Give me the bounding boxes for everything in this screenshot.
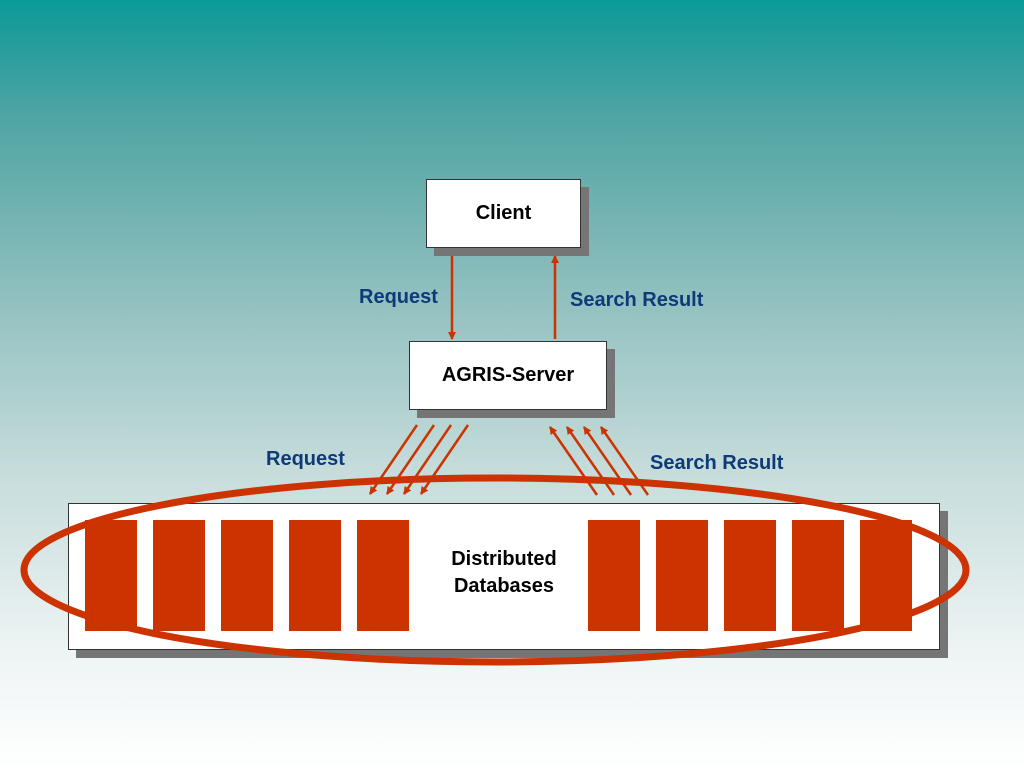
client-label: Client (475, 202, 532, 224)
db-request-arrow (419, 424, 470, 495)
db-result-arrow (599, 426, 650, 496)
client-result-label: Search Result (570, 289, 704, 311)
db-label-line2: Databases (453, 575, 555, 597)
db-request-label: Request (266, 448, 345, 470)
db-request-arrows (368, 424, 470, 495)
db-request-arrow (368, 424, 419, 495)
db-result-arrow (582, 426, 633, 496)
distributed-databases-label: Distributed Databases (420, 546, 588, 600)
client-request-label: Request (359, 286, 438, 308)
db-result-label: Search Result (650, 452, 784, 474)
db-label-line1: Distributed (451, 548, 557, 570)
db-request-arrow (385, 424, 436, 495)
agris-server-box: AGRIS-Server (409, 341, 607, 410)
db-result-arrow (565, 426, 616, 496)
client-box: Client (426, 179, 581, 248)
db-result-arrow (548, 426, 599, 496)
db-result-arrows (548, 426, 650, 496)
server-label: AGRIS-Server (441, 364, 575, 386)
db-request-arrow (402, 424, 453, 495)
